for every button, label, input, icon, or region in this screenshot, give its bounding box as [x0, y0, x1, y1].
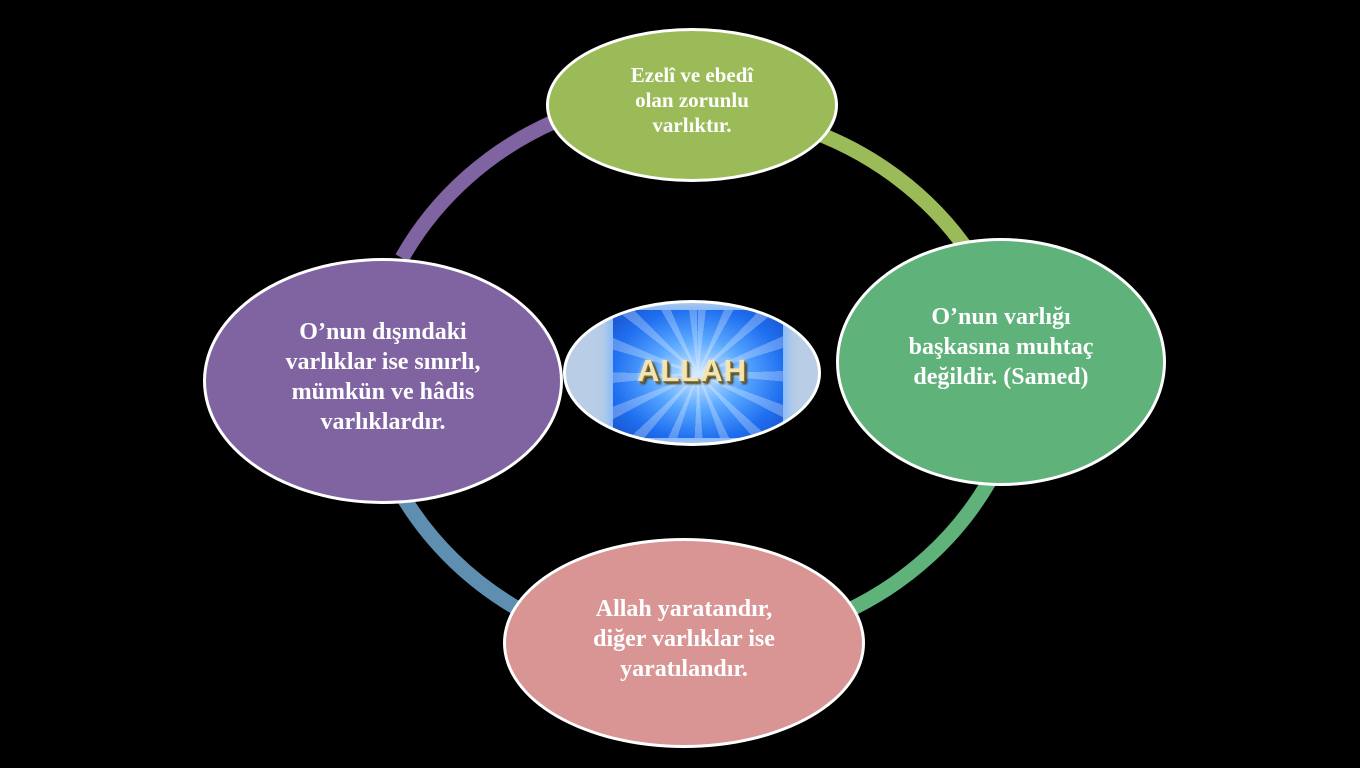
ring-arc-left-top: [395, 113, 561, 262]
node-top-text: Ezelî ve ebedî olan zorunlu varlıktır.: [630, 62, 754, 137]
node-self-sufficient: O’nun varlığı başkasına muhtaç değildir.…: [836, 238, 1166, 486]
center-badge-image: [613, 310, 783, 438]
node-creator: Allah yaratandır, diğer varlıklar ise ya…: [503, 538, 865, 748]
node-bottom-text: Allah yaratandır, diğer varlıklar ise ya…: [593, 596, 775, 682]
ring-arc-top-right: [797, 119, 977, 259]
node-eternal-necessary-being: Ezelî ve ebedî olan zorunlu varlıktır.: [546, 28, 838, 182]
center-node: ALLAH: [563, 300, 821, 446]
node-left-text: O’nun dışındaki varlıklar ise sınırlı, m…: [285, 319, 481, 435]
ring-arc-bottom-left: [395, 491, 524, 617]
node-right-text: O’nun varlığı başkasına muhtaç değildir.…: [908, 304, 1094, 390]
center-label: ALLAH: [636, 353, 748, 388]
ring-arc-right-bottom: [841, 476, 997, 619]
node-other-beings: O’nun dışındaki varlıklar ise sınırlı, m…: [203, 258, 563, 504]
